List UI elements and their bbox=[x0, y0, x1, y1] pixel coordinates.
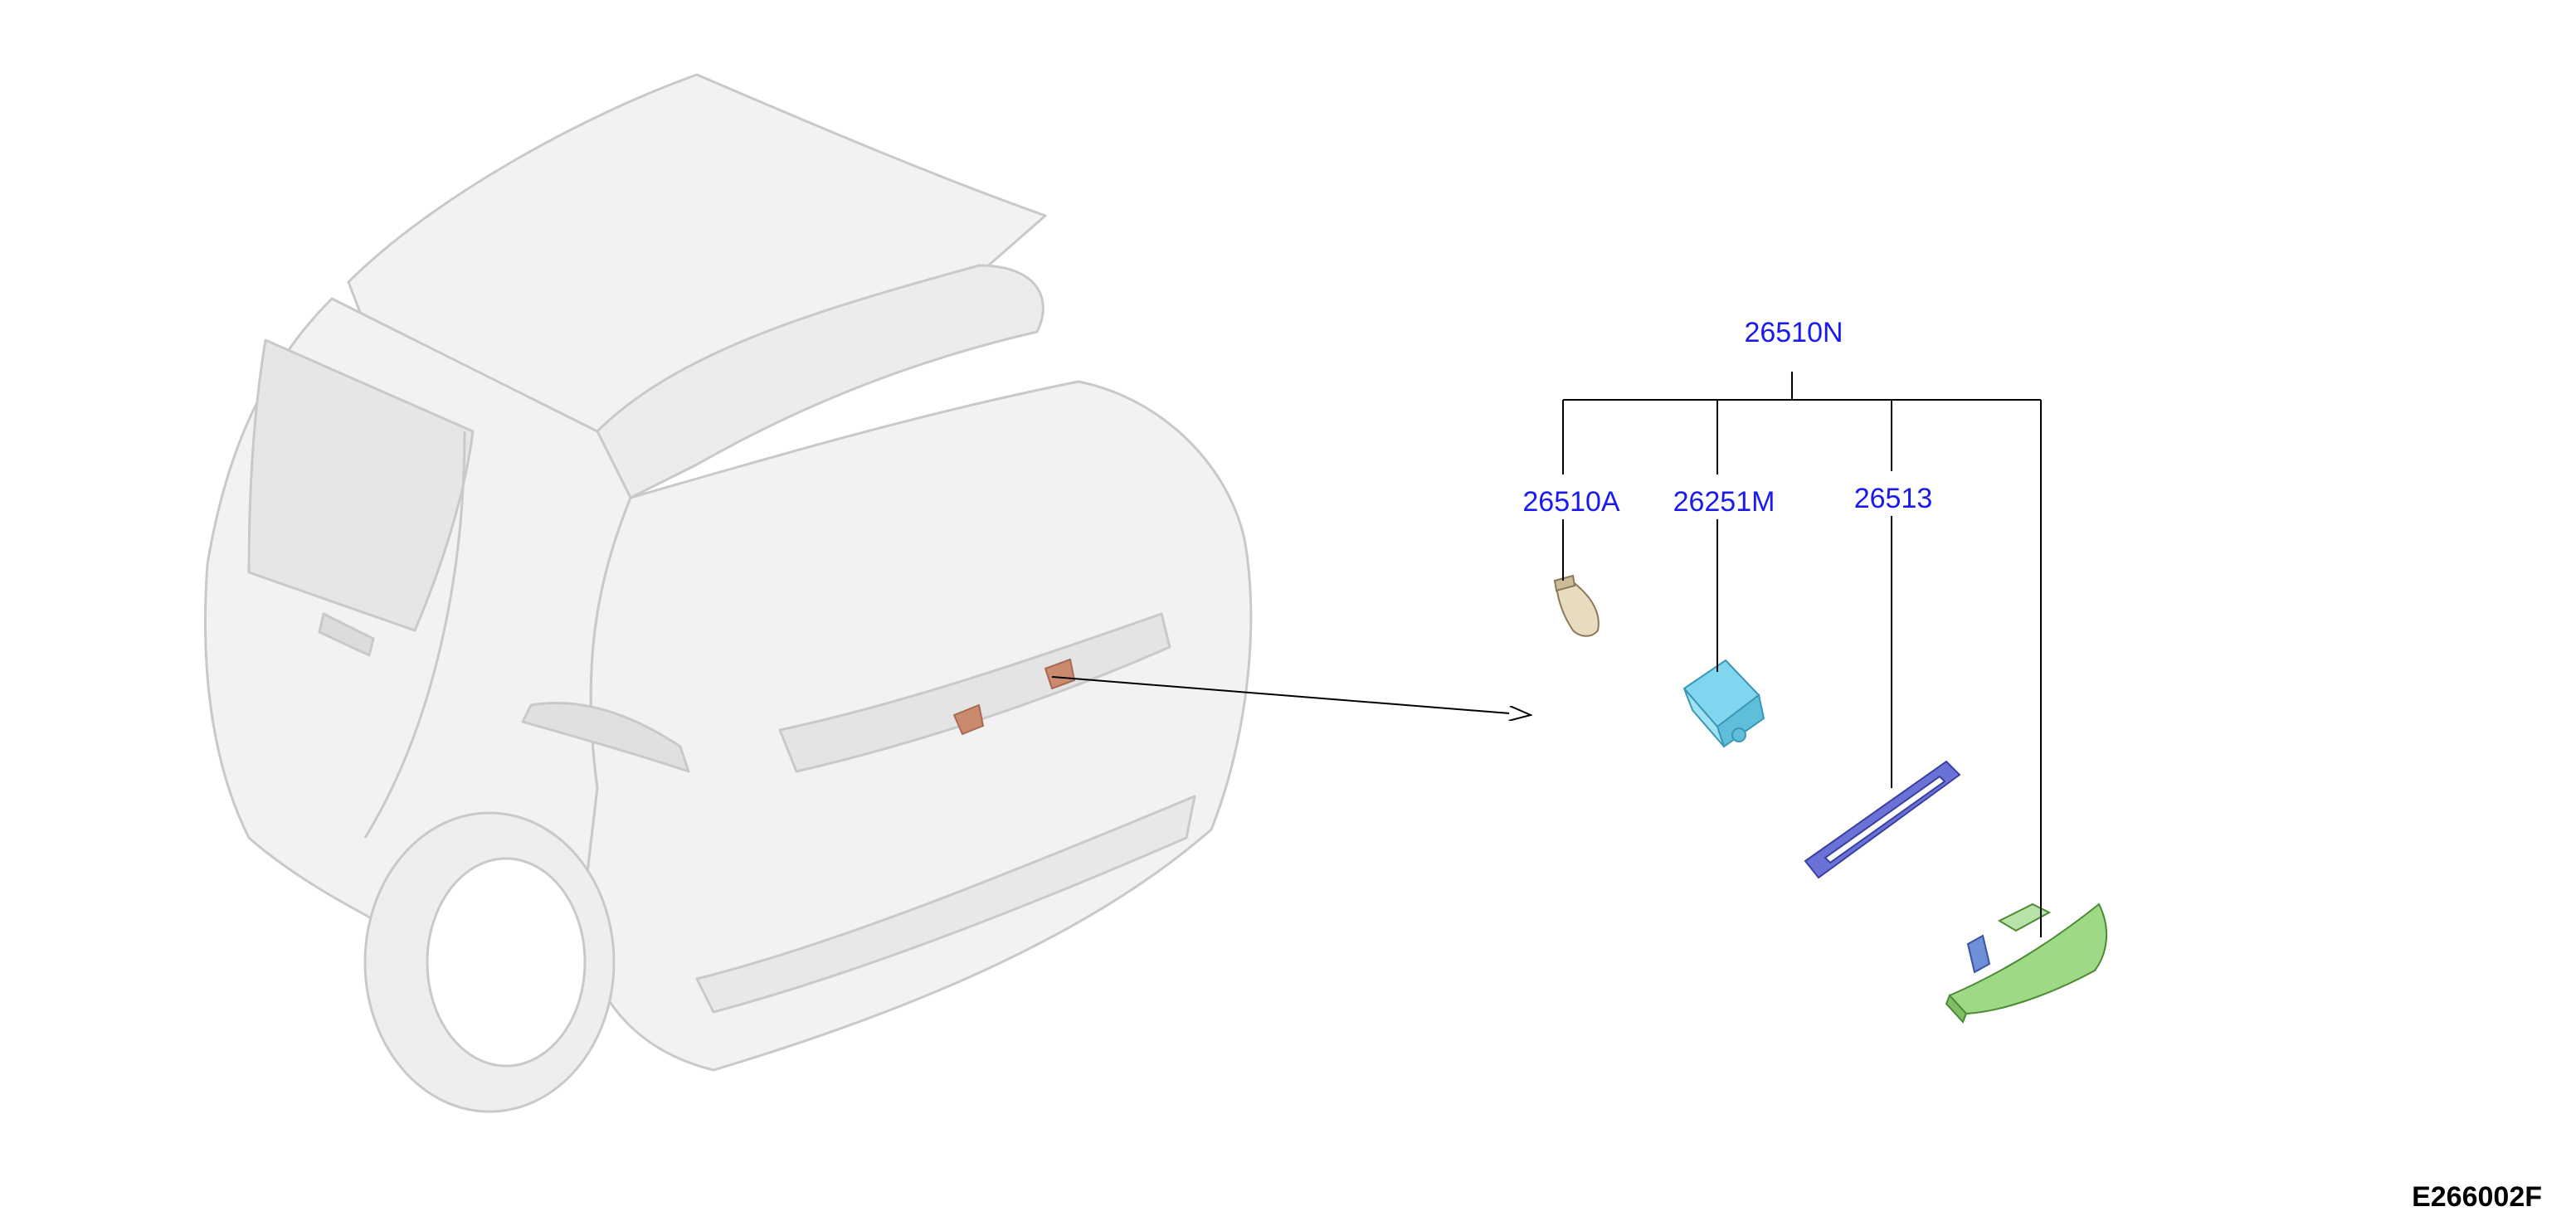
leader-lines bbox=[1562, 372, 2042, 937]
rear-spoiler bbox=[596, 264, 1045, 499]
vehicle-illustration bbox=[203, 73, 1253, 1113]
tail-light bbox=[521, 702, 690, 773]
bumper-lower bbox=[695, 795, 1196, 1014]
door-handle bbox=[318, 612, 375, 657]
diagram-reference-code: E266002F bbox=[2412, 1181, 2542, 1213]
location-arrow bbox=[1051, 676, 1531, 715]
bulb-part-number: 26510A bbox=[1522, 486, 1620, 518]
tailgate-garnish bbox=[778, 612, 1171, 773]
gasket-part bbox=[1804, 760, 1961, 879]
rear-wheel bbox=[363, 811, 616, 1113]
lamp-mount-marker-left bbox=[953, 704, 984, 735]
socket-part bbox=[1682, 659, 1765, 748]
assembly-part-number: 26510N bbox=[1744, 317, 1843, 348]
door-line bbox=[363, 431, 466, 839]
socket-part-number: 26251M bbox=[1673, 486, 1775, 518]
lamp-part bbox=[1945, 903, 2108, 1024]
gasket-part-number: 26513 bbox=[1854, 483, 1933, 514]
bulb-part bbox=[1553, 574, 1600, 637]
lamp-mount-marker-right bbox=[1045, 659, 1075, 689]
